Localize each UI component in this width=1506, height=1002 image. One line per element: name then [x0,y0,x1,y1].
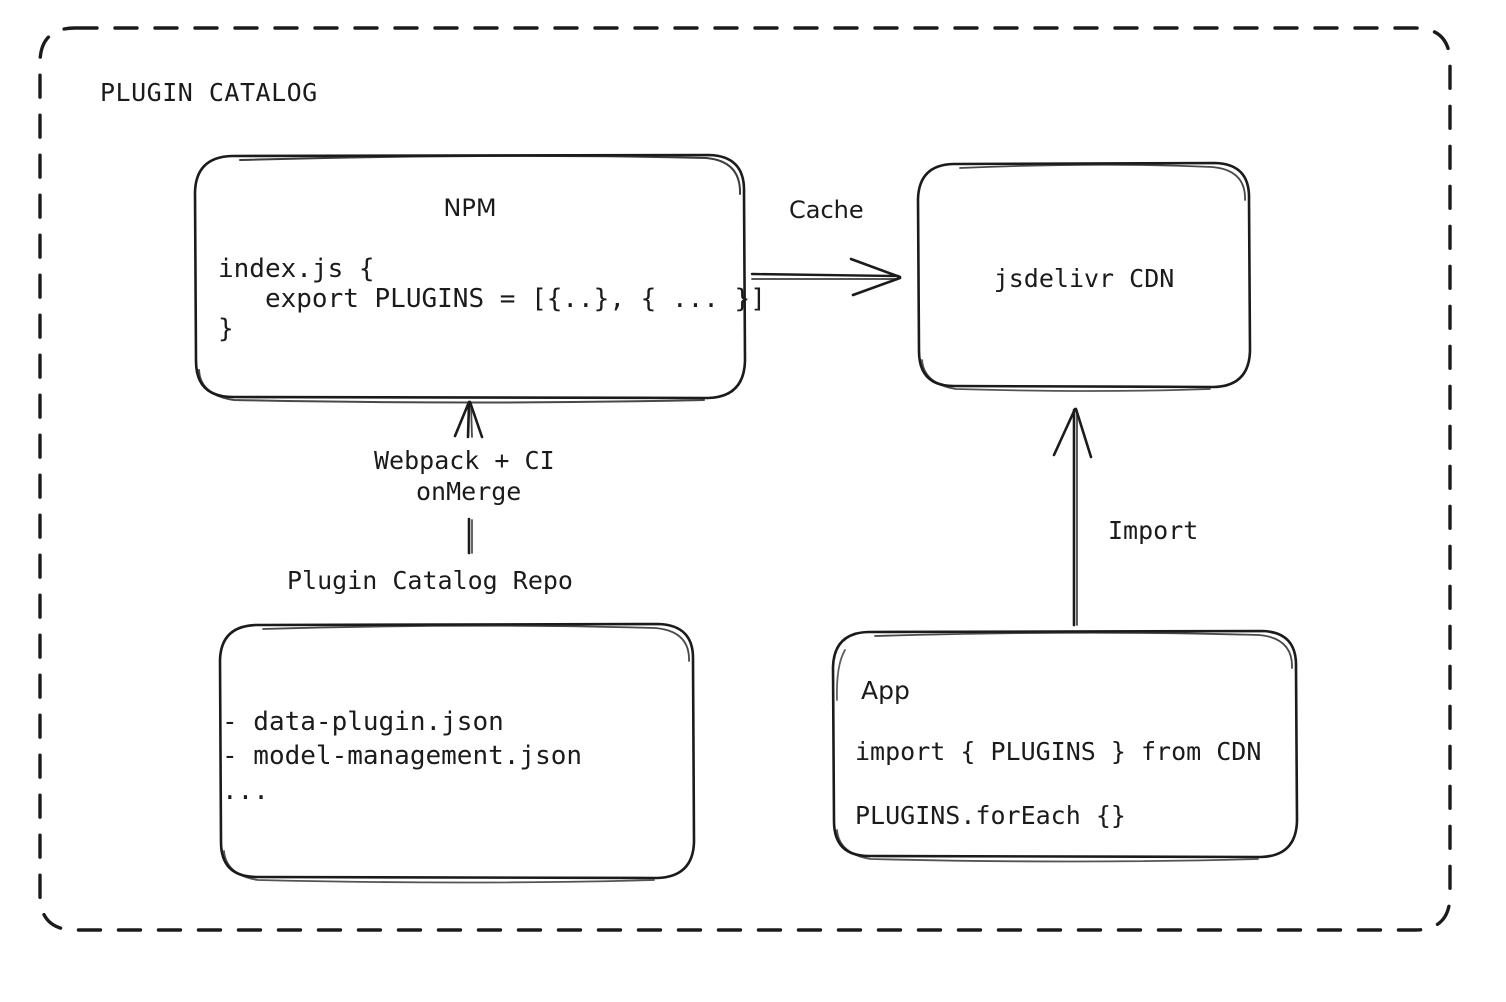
app-node-title: App [861,676,910,705]
cdn-node-title: jsdelivr CDN [993,264,1175,293]
app-code-line: PLUGINS.forEach {} [855,801,1126,830]
container-title: PLUGIN CATALOG [100,78,318,107]
arrow-npm-to-cdn [750,257,902,297]
npm-code-line: index.js { [218,254,375,284]
edge-label-onmerge: onMerge [416,477,522,506]
repo-list-item: - data-plugin.json [222,707,504,737]
repo-list-item: - model-management.json [222,741,583,771]
repo-node-caption: Plugin Catalog Repo [287,566,573,595]
repo-list-item: ... [222,776,269,806]
edge-label-import: Import [1108,516,1199,545]
npm-code-line: } [218,314,234,344]
app-code-line: import { PLUGINS } from CDN [855,737,1262,766]
edge-label-webpack-ci: Webpack + CI [374,446,555,475]
arrow-app-to-cdn [1052,407,1093,627]
npm-node-title: NPM [443,194,497,222]
edge-label-cache: Cache [789,196,864,224]
npm-code-line: export PLUGINS = [{..}, { ... }] [218,284,766,314]
